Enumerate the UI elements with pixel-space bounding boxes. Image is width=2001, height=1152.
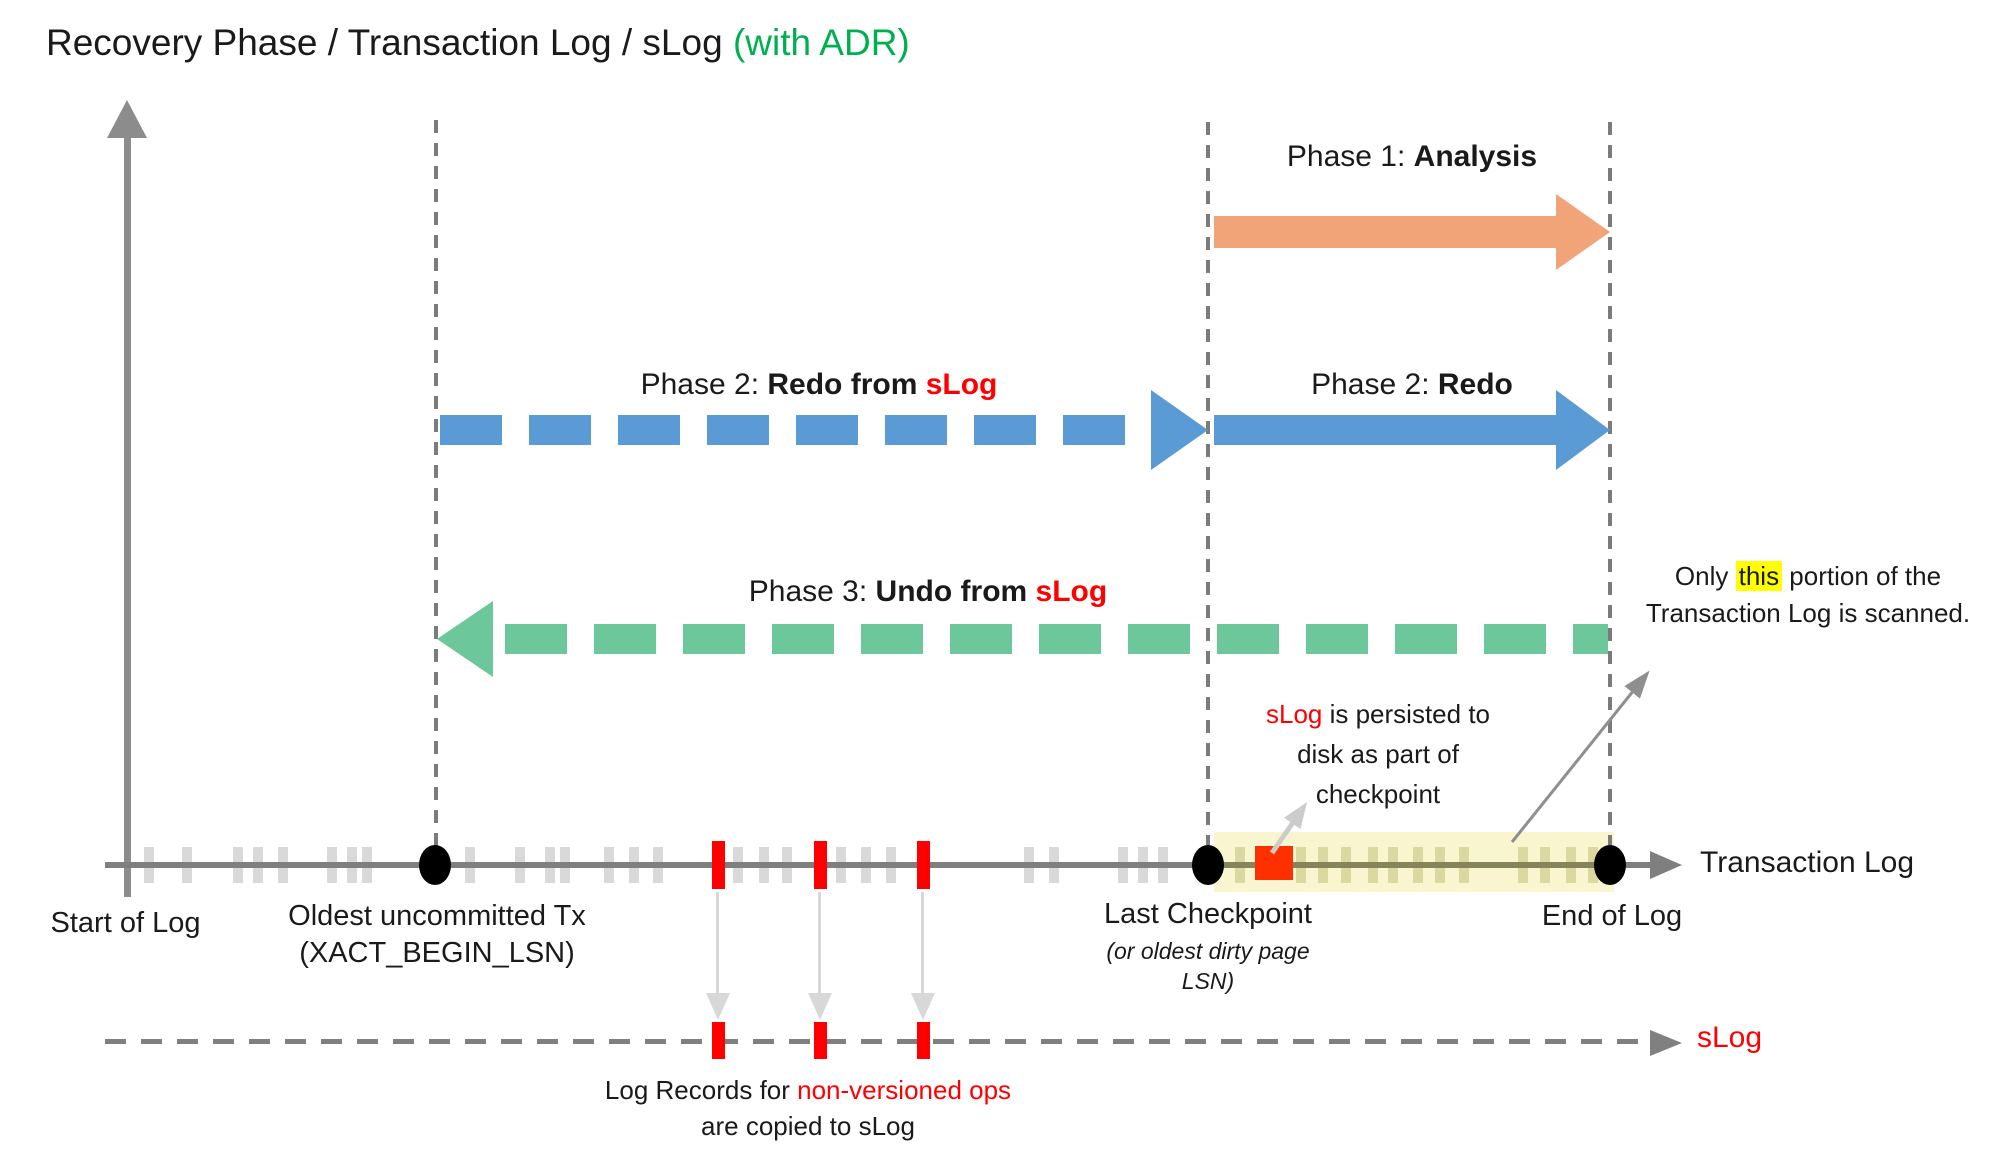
analysis-arrowhead-icon — [1556, 194, 1610, 270]
last-checkpoint-sub2: LSN) — [1181, 968, 1235, 994]
checkpoint-dashed-line — [1206, 122, 1210, 845]
transaction-log-label: Transaction Log — [1700, 846, 1915, 879]
copy-to-slog-arrowhead-icon — [706, 993, 730, 1020]
non-versioned-op-tick — [814, 841, 827, 889]
oldest-tx-line1: Oldest uncommitted Tx — [288, 900, 586, 932]
slog-record-tick — [917, 1022, 930, 1059]
persist-line2: disk as part of — [1297, 739, 1459, 769]
copy-line1: Log Records for non-versioned ops — [508, 1072, 1108, 1108]
oldest-tx-line2: (XACT_BEGIN_LSN) — [299, 937, 575, 969]
phase3-name: Undo from — [875, 575, 1036, 608]
redo-from-slog-arrow — [440, 415, 1152, 445]
phase3-accent: sLog — [1035, 575, 1108, 608]
scan-pre: Only — [1674, 561, 1736, 591]
title-adr-suffix: (with ADR) — [732, 22, 910, 63]
copy-to-slog-arrow-line — [716, 892, 719, 995]
copy-pre: Log Records for — [604, 1075, 798, 1105]
phase2-redo-label: Phase 2: Redo — [1214, 368, 1610, 402]
phase2s-accent: sLog — [925, 368, 998, 401]
phase2s-name: Redo from — [767, 368, 926, 401]
slog-record-tick — [712, 1022, 725, 1059]
analysis-arrow — [1214, 216, 1556, 248]
copy-to-slog-note: Log Records for non-versioned ops are co… — [508, 1072, 1108, 1144]
phase3-undo-slog-label: Phase 3: Undo from sLog — [628, 575, 1228, 609]
event-dot — [419, 845, 451, 885]
slog-line — [105, 1039, 1650, 1044]
slog-persist-note: sLog is persisted to disk as part of che… — [1228, 694, 1528, 814]
phase3-prefix: Phase 3: — [748, 575, 876, 608]
persist-rest: is persisted to — [1322, 699, 1491, 729]
phase1-analysis-label: Phase 1: Analysis — [1214, 140, 1610, 174]
redo-arrowhead-icon — [1556, 390, 1610, 470]
phase2s-prefix: Phase 2: — [640, 368, 768, 401]
redo-from-slog-arrowhead-icon — [1151, 390, 1208, 470]
y-axis-arrowhead-icon — [107, 100, 147, 138]
start-of-log-label: Start of Log — [50, 907, 201, 939]
phase1-prefix: Phase 1: — [1286, 140, 1414, 173]
copy-to-slog-arrow-line — [921, 892, 924, 995]
end-of-log-label: End of Log — [1541, 900, 1683, 932]
y-axis-line — [124, 130, 131, 897]
persist-accent: sLog — [1265, 699, 1323, 729]
event-dot — [1594, 845, 1626, 885]
copy-to-slog-arrowhead-icon — [808, 993, 832, 1020]
phase2-name: Redo — [1437, 368, 1513, 401]
oldest-tx-dashed-line — [434, 120, 438, 858]
checkpoint-slog-block — [1255, 846, 1293, 880]
copy-accent: non-versioned ops — [797, 1075, 1012, 1105]
copy-to-slog-arrowhead-icon — [911, 993, 935, 1020]
transaction-log-line-scanned-segment — [1214, 862, 1612, 868]
event-dot — [1192, 845, 1224, 885]
transaction-log-line — [105, 862, 1654, 868]
slog-record-tick — [814, 1022, 827, 1059]
scanned-portion-note: Only this portion of the Transaction Log… — [1615, 558, 2001, 632]
redo-arrow — [1214, 415, 1556, 445]
slog-label: sLog — [1697, 1021, 1763, 1054]
transaction-log-arrowhead-icon — [1650, 851, 1682, 879]
last-checkpoint-label: Last Checkpoint — [1104, 898, 1312, 930]
end-of-log-dashed-line — [1608, 122, 1612, 845]
phase2-prefix: Phase 2: — [1311, 368, 1438, 401]
undo-from-slog-arrow — [505, 624, 1608, 654]
page-title: Recovery Phase / Transaction Log / sLog … — [46, 22, 910, 64]
persist-line1: sLog is persisted to — [1228, 694, 1528, 734]
phase1-name: Analysis — [1413, 140, 1538, 173]
scan-note-line2: Transaction Log is scanned. — [1645, 598, 1971, 628]
copy-to-slog-arrow-line — [818, 892, 821, 995]
copy-line2: are copied to sLog — [701, 1111, 915, 1141]
last-checkpoint-sub1: (or oldest dirty page — [1106, 938, 1310, 964]
undo-from-slog-arrowhead-icon — [437, 601, 493, 677]
scan-post: portion of the — [1782, 561, 1942, 591]
title-text: Recovery Phase / Transaction Log / sLog — [46, 22, 733, 63]
phase2-redo-slog-label: Phase 2: Redo from sLog — [519, 368, 1119, 402]
non-versioned-op-tick — [712, 841, 725, 889]
persist-line3: checkpoint — [1315, 779, 1441, 809]
non-versioned-op-tick — [917, 841, 930, 889]
scan-highlight-word: this — [1735, 561, 1783, 591]
slog-arrowhead-icon — [1650, 1030, 1682, 1056]
scan-note-line1: Only this portion of the — [1615, 558, 2001, 595]
oldest-tx-label: Oldest uncommitted Tx (XACT_BEGIN_LSN) — [237, 898, 637, 972]
